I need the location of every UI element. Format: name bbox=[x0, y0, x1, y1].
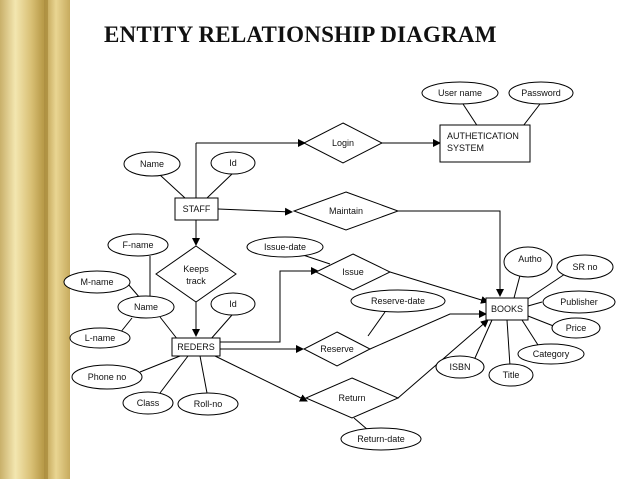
relationship-label: Maintain bbox=[329, 206, 363, 216]
edge-maintain-books bbox=[398, 210, 504, 297]
attribute-roll-no: Roll-no bbox=[177, 392, 239, 416]
relationship-label: track bbox=[186, 276, 206, 286]
attribute-reserve-date: Reserve-date bbox=[350, 289, 446, 313]
diagram-title: ENTITY RELATIONSHIP DIAGRAM bbox=[104, 22, 497, 47]
relationship-keeps-track: Keeps track bbox=[155, 245, 237, 303]
attribute-price: Price bbox=[551, 317, 601, 339]
attribute-phone-no: Phone no bbox=[71, 364, 143, 390]
attribute-staff-id: Id bbox=[210, 151, 256, 175]
attribute-return-date: Return-date bbox=[340, 427, 422, 451]
attribute-label: Category bbox=[533, 349, 570, 359]
attribute-password: Password bbox=[508, 81, 574, 105]
relationship-maintain: Maintain bbox=[292, 191, 400, 231]
attribute-label: Title bbox=[503, 370, 520, 380]
edge-srno-books bbox=[525, 273, 566, 301]
entity-readers: REDERS bbox=[171, 337, 221, 357]
edge-price-books bbox=[527, 315, 557, 328]
attribute-label: Price bbox=[566, 323, 587, 333]
attribute-reader-id: Id bbox=[210, 292, 256, 316]
attribute-label: Reserve-date bbox=[371, 296, 425, 306]
attribute-label: L-name bbox=[85, 333, 116, 343]
relationship-label: Reserve bbox=[320, 344, 354, 354]
attribute-mname: M-name bbox=[63, 270, 131, 294]
attribute-title: Title bbox=[488, 363, 534, 387]
edge-publisher-books bbox=[527, 301, 543, 307]
attribute-author: Autho bbox=[503, 246, 553, 278]
attribute-label: SR no bbox=[572, 262, 597, 272]
edge-title-books bbox=[506, 319, 511, 367]
edge-id-readers bbox=[209, 314, 233, 341]
edge-lname-name bbox=[119, 317, 133, 334]
edge-isbn-books bbox=[474, 319, 493, 359]
relationship-label: Keeps bbox=[183, 264, 209, 274]
attribute-label: Name bbox=[134, 302, 158, 312]
attribute-label: Phone no bbox=[88, 372, 127, 382]
attribute-label: Id bbox=[229, 299, 237, 309]
edge-class-readers bbox=[159, 355, 189, 394]
attribute-reader-name: Name bbox=[117, 295, 175, 319]
attribute-label: Name bbox=[140, 159, 164, 169]
edge-category-books bbox=[521, 319, 539, 346]
entity-label: STAFF bbox=[183, 204, 211, 214]
edges bbox=[119, 103, 566, 431]
edge-phone-readers bbox=[139, 355, 181, 373]
edge-readers-return bbox=[214, 355, 308, 402]
attribute-label: Autho bbox=[518, 254, 542, 264]
entity-label: SYSTEM bbox=[447, 143, 484, 153]
attribute-label: Issue-date bbox=[264, 242, 306, 252]
entity-books: BOOKS bbox=[485, 297, 529, 321]
attribute-label: F-name bbox=[122, 240, 153, 250]
attribute-isbn: ISBN bbox=[435, 355, 485, 379]
relationship-label: Return bbox=[338, 393, 365, 403]
attribute-label: User name bbox=[438, 88, 482, 98]
attribute-lname: L-name bbox=[69, 327, 131, 349]
edge-mname-name bbox=[127, 283, 141, 299]
attribute-category: Category bbox=[517, 343, 585, 365]
relationship-label: Issue bbox=[342, 267, 364, 277]
attribute-label: M-name bbox=[80, 277, 113, 287]
attribute-issue-date: Issue-date bbox=[246, 236, 324, 258]
attribute-label: Class bbox=[137, 398, 160, 408]
attribute-label: Id bbox=[229, 158, 237, 168]
attribute-staff-name: Name bbox=[123, 151, 181, 177]
edge-readers-issue bbox=[220, 267, 319, 343]
edge-reserve-books bbox=[369, 310, 487, 350]
relationship-return: Return bbox=[304, 377, 400, 419]
relationship-issue: Issue bbox=[314, 253, 392, 291]
decorative-frame bbox=[0, 0, 70, 479]
attribute-class: Class bbox=[122, 391, 174, 415]
relationship-label: Login bbox=[332, 138, 354, 148]
attribute-label: Password bbox=[521, 88, 561, 98]
edge-name-readers bbox=[159, 316, 179, 341]
entity-label: AUTHETICATION bbox=[447, 131, 519, 141]
relationship-reserve: Reserve bbox=[302, 331, 372, 367]
attribute-label: ISBN bbox=[449, 362, 470, 372]
attribute-label: Publisher bbox=[560, 297, 598, 307]
edge-id-staff bbox=[206, 173, 233, 199]
entity-label: REDERS bbox=[177, 342, 215, 352]
edge-return-returndate bbox=[353, 417, 369, 431]
entity-staff: STAFF bbox=[174, 197, 219, 221]
entity-label: BOOKS bbox=[491, 304, 523, 314]
attribute-label: Roll-no bbox=[194, 399, 223, 409]
relationship-login: Login bbox=[302, 122, 384, 164]
edge-staff-maintain bbox=[217, 207, 293, 216]
entity-authentication-system: AUTHETICATION SYSTEM bbox=[439, 124, 531, 163]
edge-rollno-readers bbox=[199, 355, 208, 394]
attribute-sr-no: SR no bbox=[556, 254, 614, 280]
attribute-username: User name bbox=[421, 81, 499, 105]
edge-issue-books bbox=[389, 271, 489, 304]
attribute-publisher: Publisher bbox=[542, 290, 616, 314]
edge-reservedate-reserve bbox=[367, 311, 386, 337]
attribute-fname: F-name bbox=[107, 233, 169, 257]
edge-name-staff bbox=[159, 174, 186, 199]
attribute-label: Return-date bbox=[357, 434, 405, 444]
